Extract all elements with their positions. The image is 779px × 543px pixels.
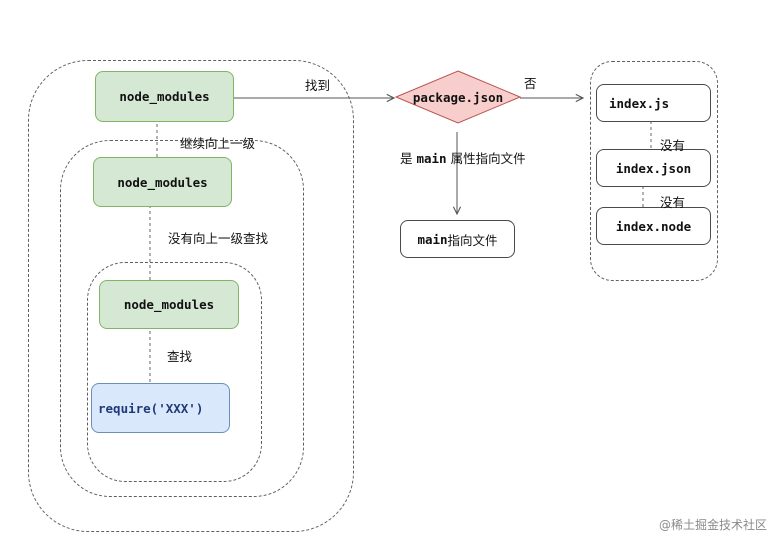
watermark: @稀土掘金技术社区	[658, 518, 767, 532]
node-modules-middle: node_modules	[93, 157, 232, 207]
inner-scope-container	[87, 262, 262, 482]
edge-label-yes-prefix: 是	[400, 151, 417, 166]
edge-label-yes-main: 是 main 属性指向文件	[400, 148, 526, 167]
main-target-node: main 指向文件	[400, 220, 515, 258]
node-modules-top: node_modules	[95, 71, 234, 122]
edge-label-no: 否	[524, 76, 537, 91]
edge-label-search: 查找	[167, 349, 193, 364]
middle-scope-container	[60, 140, 304, 497]
node-modules-bottom: node_modules	[99, 280, 239, 329]
require-call-node: require('XXX')	[91, 383, 230, 433]
package-json-diamond	[394, 70, 522, 124]
index-js-node: index.js	[596, 84, 711, 122]
edge-label-none-1: 没有	[660, 138, 686, 153]
edge-label-continue-up: 继续向上一级	[180, 136, 256, 151]
main-target-mono: main	[417, 231, 448, 247]
edge-label-found: 找到	[305, 78, 331, 93]
index-node-node: index.node	[596, 207, 711, 245]
index-json-node: index.json	[596, 149, 711, 187]
main-target-text: 指向文件	[447, 232, 498, 248]
index-files-container	[590, 61, 718, 281]
edge-label-not-found-search-up: 没有向上一级查找	[168, 231, 269, 246]
edge-label-yes-mono: main	[416, 151, 447, 166]
edge-label-none-2: 没有	[660, 195, 686, 210]
package-json-label: package.json	[412, 89, 504, 105]
outer-scope-container	[28, 60, 354, 532]
edge-label-yes-suffix: 属性指向文件	[446, 151, 526, 166]
